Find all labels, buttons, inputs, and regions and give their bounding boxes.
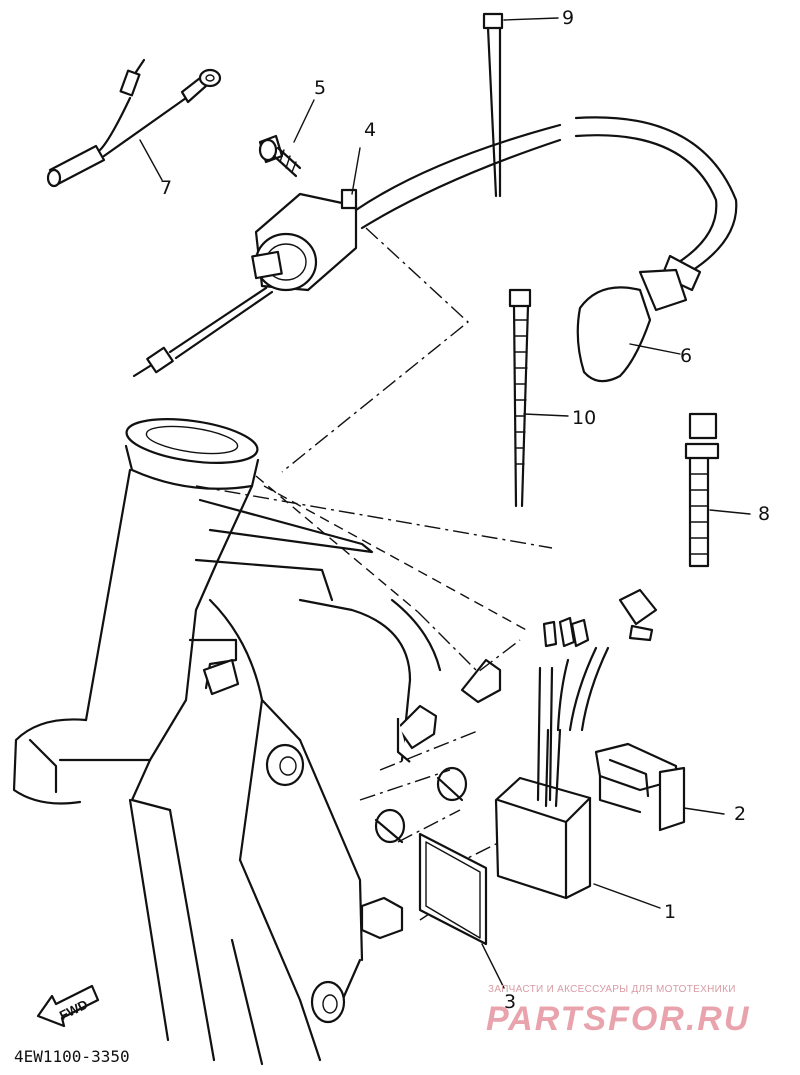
callout-3: 3	[504, 991, 516, 1013]
cable-band-8	[684, 412, 720, 568]
frame-mounting-bosses	[265, 743, 468, 1024]
callout-10: 10	[572, 407, 596, 429]
callout-8: 8	[758, 503, 770, 525]
watermark-tagline: ЗАПЧАСТИ И АКСЕССУАРЫ ДЛЯ МОТОТЕХНИКИ	[488, 984, 736, 995]
callout-5: 5	[314, 77, 326, 99]
bolt	[258, 134, 302, 178]
mounting-clip	[594, 742, 686, 832]
cable-tie-10	[508, 288, 532, 508]
frame-outline	[12, 418, 442, 1066]
cdi-unit	[494, 588, 658, 900]
watermark-brand: PARTSFOR.RU	[486, 1000, 750, 1038]
forward-direction-arrow: FWD	[36, 984, 100, 1028]
callout-2: 2	[734, 803, 746, 825]
diagram-code: 4EW1100-3350	[14, 1047, 130, 1066]
callout-9: 9	[562, 7, 574, 29]
watermark: ЗАПЧАСТИ И АКСЕССУАРЫ ДЛЯ МОТОТЕХНИКИ PA…	[486, 984, 750, 1038]
spark-plug-cap-and-lead	[574, 116, 738, 383]
callout-1: 1	[664, 901, 676, 923]
callout-4: 4	[364, 119, 376, 141]
frame-brackets	[202, 658, 502, 940]
rubber-pad	[418, 832, 488, 946]
callout-numbers: 1 2 3 4 5 6 7 8 9 10	[160, 7, 770, 1013]
callout-leaders	[139, 17, 751, 989]
ignition-coil	[132, 123, 562, 378]
callout-7: 7	[160, 177, 172, 199]
wire-lead	[46, 58, 222, 188]
callout-6: 6	[680, 345, 692, 367]
cable-tie-9	[482, 12, 504, 198]
